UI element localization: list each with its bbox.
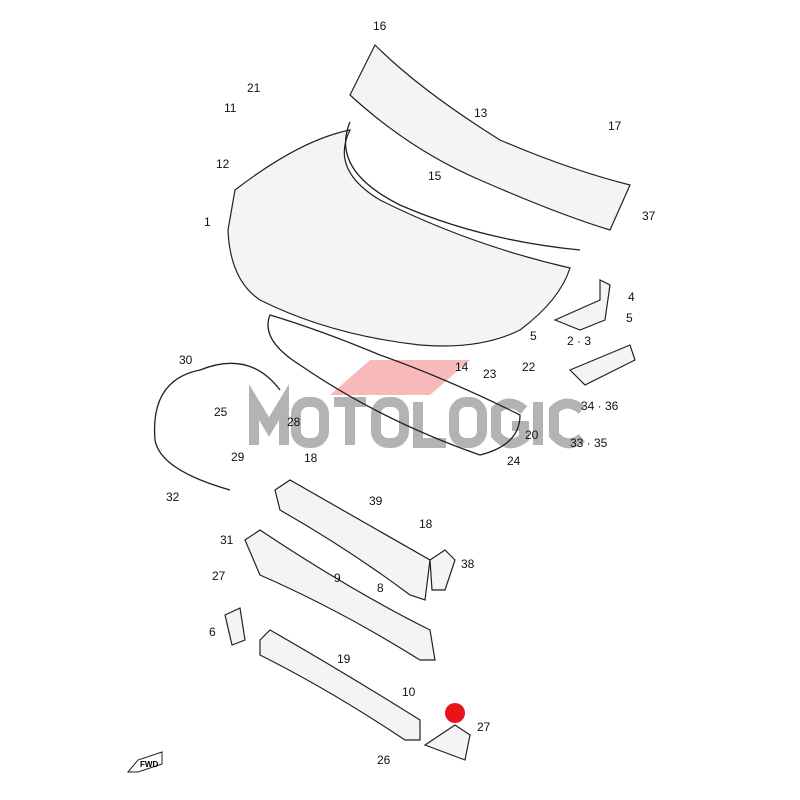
callout[interactable]: 39 (369, 494, 383, 508)
callout[interactable]: 1 (204, 215, 211, 229)
air-guide (568, 344, 636, 386)
callout[interactable]: 10 (402, 685, 416, 699)
callout[interactable]: 34 · 36 (581, 399, 619, 413)
callout[interactable]: 27 (212, 569, 226, 583)
callout[interactable]: 6 (209, 625, 216, 639)
callout[interactable]: 14 (455, 360, 469, 374)
hood-insulator (267, 314, 521, 456)
callout[interactable]: 29 (231, 450, 245, 464)
fwd-label: FWD (140, 760, 158, 769)
hood-hinge (553, 279, 611, 331)
callout[interactable]: 25 (214, 405, 228, 419)
part-labels: 16 21 11 12 13 17 15 1 37 4 5 5 2 · 3 22… (166, 19, 656, 767)
callout[interactable]: 33 · 35 (570, 436, 608, 450)
callout[interactable]: 38 (461, 557, 475, 571)
callout[interactable]: 5 (626, 311, 633, 325)
lower-support-member (244, 529, 436, 661)
hood-panel (227, 129, 571, 347)
hood-seal (345, 121, 581, 251)
callout[interactable]: 19 (337, 652, 351, 666)
callout[interactable]: 15 (428, 169, 442, 183)
bracket-right (423, 724, 471, 761)
release-cable (153, 362, 281, 491)
callout[interactable]: 27 (477, 720, 491, 734)
callout[interactable]: 2 · 3 (567, 334, 591, 348)
watermark-logo (249, 360, 586, 449)
callout[interactable]: 4 (628, 290, 635, 304)
callout[interactable]: 24 (507, 454, 521, 468)
callout[interactable]: 32 (166, 490, 180, 504)
bracket (429, 549, 456, 591)
bumper-reinforcement (259, 629, 421, 741)
callout[interactable]: 17 (608, 119, 622, 133)
callout[interactable]: 18 (419, 517, 433, 531)
bracket-6 (224, 607, 246, 646)
callout[interactable]: 16 (373, 19, 387, 33)
fwd-arrow-icon: FWD (126, 751, 163, 773)
callout[interactable]: 22 (522, 360, 536, 374)
callout[interactable]: 28 (287, 415, 301, 429)
callout[interactable]: 11 (224, 101, 237, 115)
callout[interactable]: 18 (304, 451, 318, 465)
callout[interactable]: 23 (483, 367, 497, 381)
callout[interactable]: 31 (220, 533, 234, 547)
callout[interactable]: 20 (525, 428, 539, 442)
callout[interactable]: 5 (530, 329, 537, 343)
cowl-panel (349, 43, 631, 231)
callout[interactable]: 13 (474, 106, 488, 120)
callout[interactable]: 30 (179, 353, 193, 367)
callout[interactable]: 21 (247, 81, 261, 95)
callout[interactable]: 26 (377, 753, 391, 767)
upper-support-member (274, 479, 431, 601)
callout[interactable]: 37 (642, 209, 656, 223)
highlight-marker[interactable] (445, 703, 465, 723)
callout[interactable]: 8 (377, 581, 384, 595)
callout[interactable]: 12 (216, 157, 230, 171)
callout[interactable]: 9 (334, 571, 341, 585)
